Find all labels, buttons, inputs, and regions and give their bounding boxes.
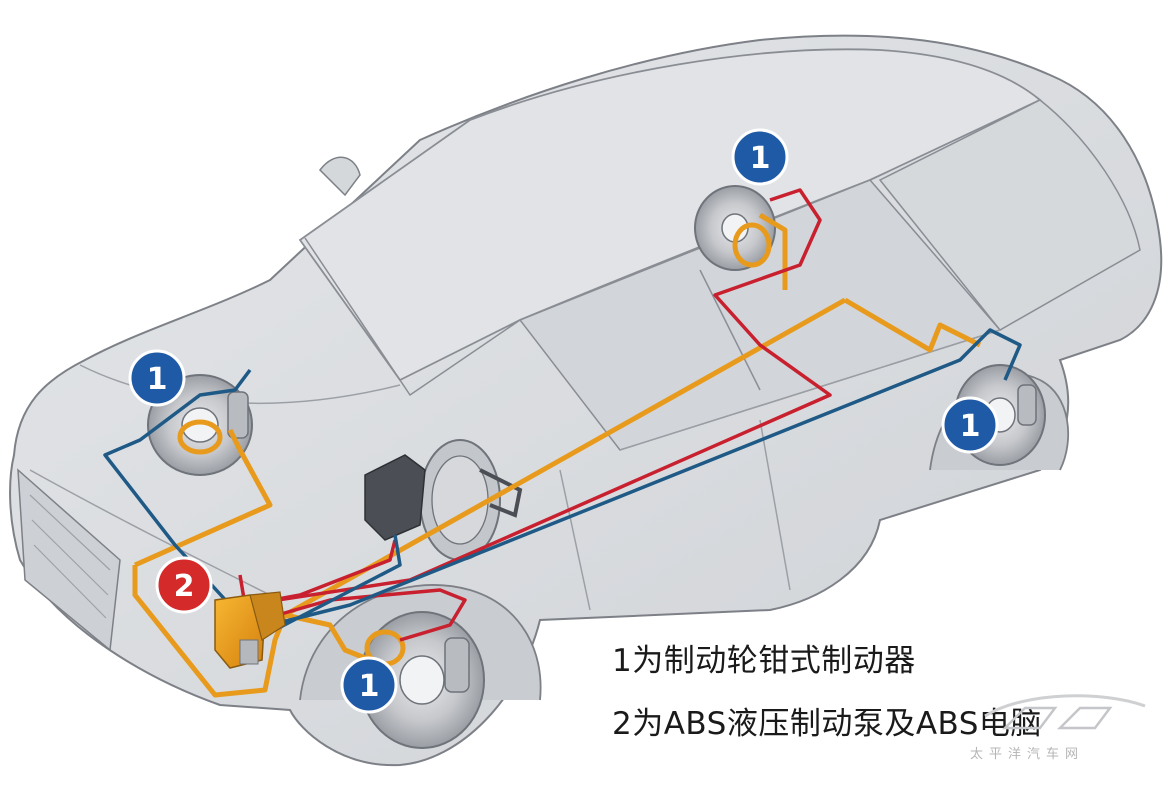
watermark-logo: 太平洋汽车网 — [970, 694, 1146, 762]
marker-number: 1 — [359, 669, 380, 704]
marker-2-abs-pump: 2 — [155, 556, 213, 614]
left-rear-brake-disc — [694, 185, 776, 271]
marker-1-left-front: 1 — [128, 349, 186, 407]
marker-1-left-rear: 1 — [731, 128, 789, 186]
marker-number: 1 — [750, 141, 771, 176]
right-front-brake-disc — [359, 611, 485, 749]
marker-1-right-rear: 1 — [941, 396, 999, 454]
brake-lines-blue — [103, 328, 1022, 637]
legend-line-1: 1为制动轮钳式制动器 — [612, 643, 916, 679]
brake-lines-orange — [132, 212, 982, 698]
marker-1-right-front: 1 — [340, 656, 398, 714]
abs-pump-unit — [214, 591, 286, 669]
marker-number: 1 — [147, 362, 168, 397]
watermark-text: 太平洋汽车网 — [970, 746, 1084, 762]
marker-number: 2 — [174, 569, 195, 604]
legend-line-2: 2为ABS液压制动泵及ABS电脑 — [612, 706, 1042, 742]
marker-number: 1 — [960, 409, 981, 444]
